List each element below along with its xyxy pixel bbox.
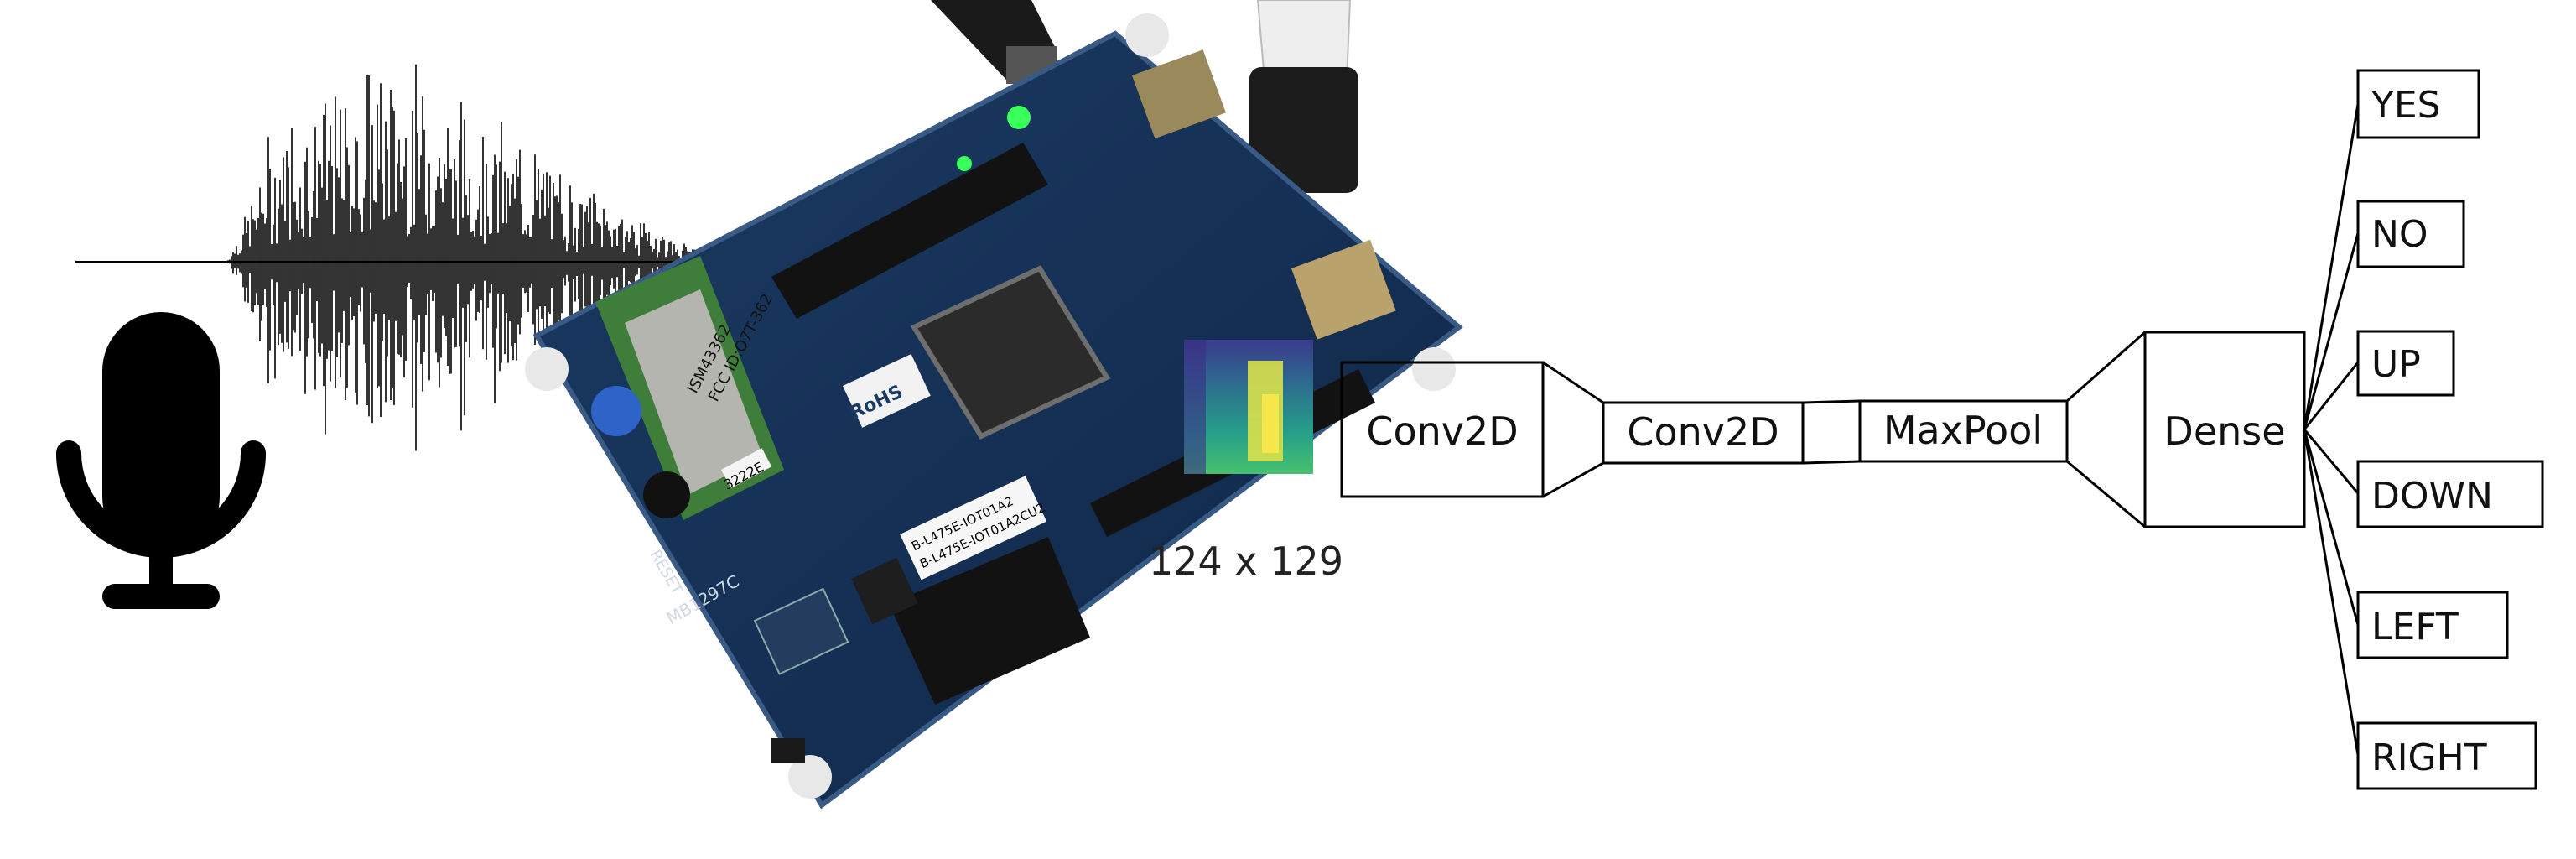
nfc-module: [1132, 49, 1226, 139]
connector-conv2-maxpool: [1802, 399, 1861, 465]
layer-conv2d-1: Conv2D: [1340, 361, 1545, 498]
output-label: LEFT: [2371, 606, 2459, 648]
output-down: DOWN: [2356, 460, 2544, 528]
header-connector-bottom: [889, 537, 1090, 705]
spectrogram-dims-label: 124 x 129: [1149, 539, 1343, 584]
output-label: DOWN: [2371, 475, 2493, 518]
header-connector-top: [771, 143, 1048, 319]
output-box: [2356, 330, 2455, 397]
output-yes: YES: [2356, 69, 2480, 139]
layer-label: Conv2D: [1366, 409, 1518, 454]
output-box: [2356, 69, 2480, 139]
mount-hole: [1125, 13, 1169, 57]
output-box: [2356, 200, 2465, 268]
layer-label: Conv2D: [1627, 409, 1779, 455]
layer-box: [1858, 399, 2069, 463]
reset-button: [643, 471, 690, 518]
ribbon-cable: [1249, 0, 1358, 193]
power-led: [1007, 106, 1031, 129]
mount-hole: [788, 755, 832, 799]
output-left: LEFT: [2356, 591, 2509, 659]
layer-box: [1340, 361, 1545, 498]
ble-module: [1291, 239, 1396, 340]
output-label: UP: [2371, 343, 2421, 386]
mcu-chip: [910, 265, 1111, 440]
output-right: RIGHT: [2356, 721, 2537, 790]
status-led: [957, 156, 972, 171]
neural-network: Conv2D Conv2D MaxPool Dense YES: [1340, 69, 2544, 790]
spectrogram: 124 x 129: [1149, 340, 1343, 584]
spectrogram-peak: [1262, 394, 1279, 453]
layer-maxpool: MaxPool: [1858, 399, 2069, 463]
connector-maxpool-dense: [2066, 331, 2146, 528]
spectrogram-quiet-band: [1184, 340, 1206, 474]
user-button: [591, 386, 641, 436]
output-fan-lines: [2303, 103, 2360, 756]
microcontroller-board-photo: ISM43362 FCC ID:O7T-362 3222E RESET RoHS…: [525, 0, 1463, 810]
output-box: [2356, 460, 2544, 528]
layer-label: MaxPool: [1883, 408, 2043, 453]
chip-sticker: [721, 448, 772, 489]
output-label: NO: [2371, 213, 2428, 256]
rohs-badge: [843, 353, 931, 428]
layer-label: Dense: [2163, 409, 2285, 454]
mount-hole: [525, 347, 569, 391]
wifi-shield: [625, 289, 763, 495]
output-label: YES: [2371, 84, 2441, 127]
output-box: [2356, 591, 2509, 659]
sensor-chip: [771, 738, 805, 763]
mic-sensor: [753, 587, 849, 675]
layer-dense: Dense: [2143, 331, 2306, 528]
connector-conv1-conv2: [1542, 361, 1604, 498]
layer-box: [1602, 401, 1805, 465]
output-no: NO: [2356, 200, 2465, 268]
mount-hole: [1412, 347, 1456, 391]
layer-conv2d-2: Conv2D: [1602, 401, 1805, 465]
output-up: UP: [2356, 330, 2455, 397]
microphone-icon: [56, 312, 266, 609]
output-label: RIGHT: [2371, 737, 2487, 779]
output-box: [2356, 721, 2537, 790]
small-ic: [851, 557, 918, 625]
